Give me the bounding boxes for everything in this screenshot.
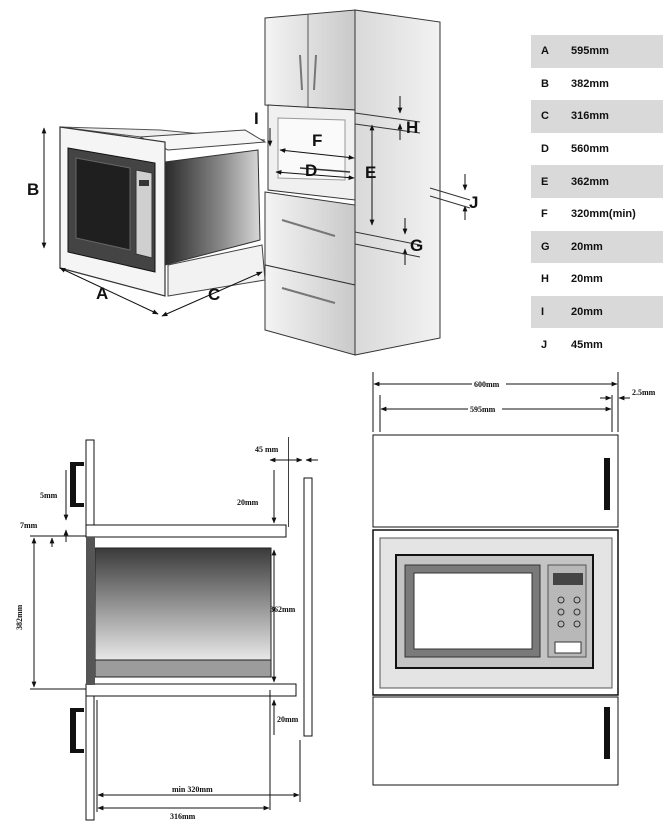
iso-label-g: G <box>410 236 423 255</box>
legend-key: H <box>541 273 549 286</box>
side-view-dimensions <box>30 457 318 812</box>
legend-value: 382mm <box>571 77 609 90</box>
legend-value: 20mm <box>571 240 603 253</box>
side-label-20mm-bottom: 20mm <box>277 715 299 724</box>
legend-key: F <box>541 208 548 221</box>
front-label-595-bg <box>468 403 502 415</box>
legend-row: E 362mm <box>531 165 663 198</box>
legend-key: A <box>541 45 549 58</box>
iso-label-i: I <box>254 109 259 128</box>
front-label-600-bg <box>472 378 506 390</box>
legend-row: A 595mm <box>531 35 663 68</box>
side-label-382mm: 382mm <box>15 604 24 630</box>
iso-label-f: F <box>312 131 322 150</box>
side-label-362mm: 362mm <box>270 605 296 614</box>
front-label-2-5mm: 2.5mm <box>632 388 656 397</box>
iso-microwave <box>59 126 267 297</box>
front-label-600mm: 600mm <box>474 380 500 389</box>
legend-value: 560mm <box>571 143 609 156</box>
iso-label-a: A <box>96 284 108 303</box>
legend-value: 316mm <box>571 110 609 123</box>
legend-row: F 320mm(min) <box>531 198 663 231</box>
legend-value: 320mm(min) <box>571 208 636 221</box>
legend-row: B 382mm <box>531 68 663 101</box>
legend-row: C 316mm <box>531 100 663 133</box>
legend-key: J <box>541 338 548 351</box>
legend-key: D <box>541 143 549 156</box>
iso-reference-lines <box>299 112 471 258</box>
legend-row: I 20mm <box>531 295 663 329</box>
side-view <box>70 437 313 821</box>
legend-value: 20mm <box>571 306 603 319</box>
legend-key: E <box>541 175 549 188</box>
iso-dimension-lines <box>41 96 468 317</box>
front-label-595mm: 595mm <box>470 405 496 414</box>
iso-label-h: H <box>406 118 418 137</box>
legend-row: H 20mm <box>531 263 663 296</box>
legend-row: J 45mm <box>531 328 663 361</box>
legend-value: 362mm <box>571 175 609 188</box>
iso-label-e: E <box>365 163 376 182</box>
legend-key: G <box>541 240 550 253</box>
iso-label-d: D <box>305 161 317 180</box>
legend-key: I <box>541 306 545 319</box>
side-label-316mm: 316mm <box>170 812 196 821</box>
side-label-45mm: 45 mm <box>255 445 279 454</box>
legend-key: B <box>541 77 549 90</box>
legend-row: D 560mm <box>531 133 663 166</box>
legend-value: 45mm <box>571 338 603 351</box>
side-label-min-320mm: min 320mm <box>172 785 213 794</box>
legend-row: G 20mm <box>531 230 663 264</box>
iso-cabinet <box>264 9 441 356</box>
legend-value: 595mm <box>571 45 609 58</box>
side-label-7mm: 7mm <box>20 521 38 530</box>
side-label-5mm: 5mm <box>40 491 58 500</box>
side-label-20mm-top: 20mm <box>237 498 259 507</box>
front-view <box>372 434 619 786</box>
legend-key: C <box>541 110 549 123</box>
legend-value: 20mm <box>571 273 603 286</box>
iso-label-c: C <box>208 285 220 304</box>
iso-label-b: B <box>27 180 39 199</box>
iso-label-j: J <box>469 193 478 212</box>
